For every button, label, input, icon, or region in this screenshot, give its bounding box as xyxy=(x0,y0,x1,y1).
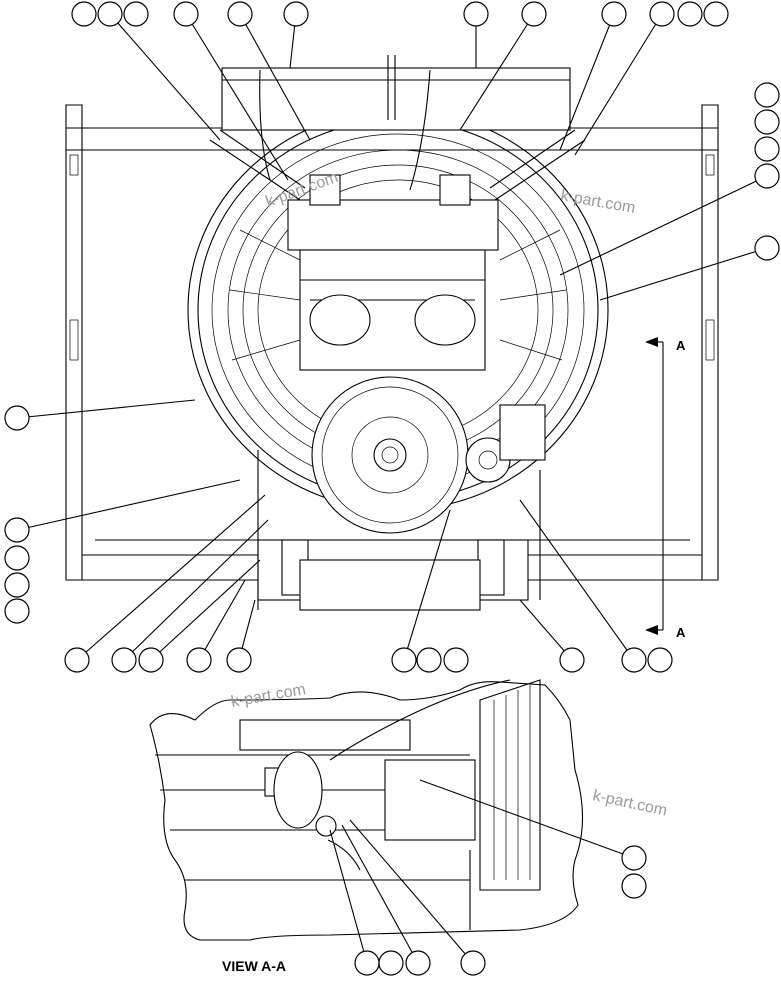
top-tank xyxy=(221,55,571,131)
callout-bubble[interactable] xyxy=(226,647,252,673)
leader-line xyxy=(198,579,246,661)
callout-bubble[interactable] xyxy=(677,1,703,27)
leader-line xyxy=(239,13,311,141)
engine-base xyxy=(257,450,541,611)
leader-line xyxy=(341,824,419,964)
leader-line xyxy=(519,599,573,661)
leader-line xyxy=(329,829,368,964)
leader-line xyxy=(16,399,196,419)
callout-bubble[interactable] xyxy=(754,136,780,162)
leader-lines xyxy=(16,13,768,964)
callout-bubble[interactable] xyxy=(64,647,90,673)
section-marker: A A xyxy=(645,337,686,640)
callout-bubble[interactable] xyxy=(4,572,30,598)
leader-line xyxy=(559,13,615,151)
callout-bubble[interactable] xyxy=(227,1,253,27)
callout-bubble[interactable] xyxy=(463,1,489,27)
leader-line xyxy=(76,494,266,661)
engine-block xyxy=(287,174,499,371)
callout-bubble[interactable] xyxy=(71,1,97,27)
callout-bubble[interactable] xyxy=(138,647,164,673)
callout-bubble[interactable] xyxy=(601,1,627,27)
leader-line xyxy=(16,479,241,531)
callout-bubble[interactable] xyxy=(354,950,380,976)
coolant-pipes xyxy=(209,69,586,201)
callout-bubble[interactable] xyxy=(405,950,431,976)
leader-line xyxy=(599,247,768,301)
callout-bubble[interactable] xyxy=(186,647,212,673)
watermark-text-3: k-part.com xyxy=(230,681,307,711)
callout-bubble[interactable] xyxy=(754,163,780,189)
leader-line xyxy=(109,13,221,141)
section-label-top: A xyxy=(676,338,686,353)
leader-line xyxy=(123,519,269,661)
callout-bubble[interactable] xyxy=(754,235,780,261)
leader-line xyxy=(574,13,663,156)
callout-bubble[interactable] xyxy=(283,1,309,27)
alternator xyxy=(465,404,546,483)
callout-bubble[interactable] xyxy=(703,1,729,27)
callout-bubble[interactable] xyxy=(621,845,647,871)
leader-line xyxy=(519,499,635,661)
watermark-text-2: k-part.com xyxy=(559,187,636,217)
callout-bubble[interactable] xyxy=(649,1,675,27)
view-title: VIEW A-A xyxy=(222,958,286,974)
callout-bubble[interactable] xyxy=(647,647,673,673)
leader-line xyxy=(185,13,289,181)
callout-bubble[interactable] xyxy=(754,82,780,108)
leader-line xyxy=(403,509,451,661)
leader-line xyxy=(559,175,768,276)
leader-line xyxy=(150,559,261,661)
callout-bubble[interactable] xyxy=(378,950,404,976)
callout-bubble[interactable] xyxy=(4,545,30,571)
callout-bubble[interactable] xyxy=(521,1,547,27)
callout-bubble[interactable] xyxy=(123,1,149,27)
leader-line xyxy=(459,13,535,131)
callout-bubble[interactable] xyxy=(443,647,469,673)
section-label-bottom: A xyxy=(676,625,686,640)
callout-bubble[interactable] xyxy=(460,950,486,976)
callout-bubble[interactable] xyxy=(416,647,442,673)
callout-bubble[interactable] xyxy=(4,405,30,431)
callout-bubble[interactable] xyxy=(621,873,647,899)
callout-bubbles xyxy=(4,1,780,976)
callout-bubble[interactable] xyxy=(391,647,417,673)
callout-bubble[interactable] xyxy=(173,1,199,27)
callout-bubble[interactable] xyxy=(559,647,585,673)
flywheel xyxy=(311,376,469,534)
callout-bubble[interactable] xyxy=(621,647,647,673)
leader-line xyxy=(419,779,635,859)
watermark-text-4: k-part.com xyxy=(591,787,668,819)
callout-bubble[interactable] xyxy=(111,647,137,673)
detail-view-outline xyxy=(149,679,584,941)
callout-bubble[interactable] xyxy=(4,517,30,543)
callout-bubble[interactable] xyxy=(97,1,123,27)
callout-bubble[interactable] xyxy=(4,598,30,624)
leader-line xyxy=(349,819,474,964)
callout-bubble[interactable] xyxy=(754,109,780,135)
